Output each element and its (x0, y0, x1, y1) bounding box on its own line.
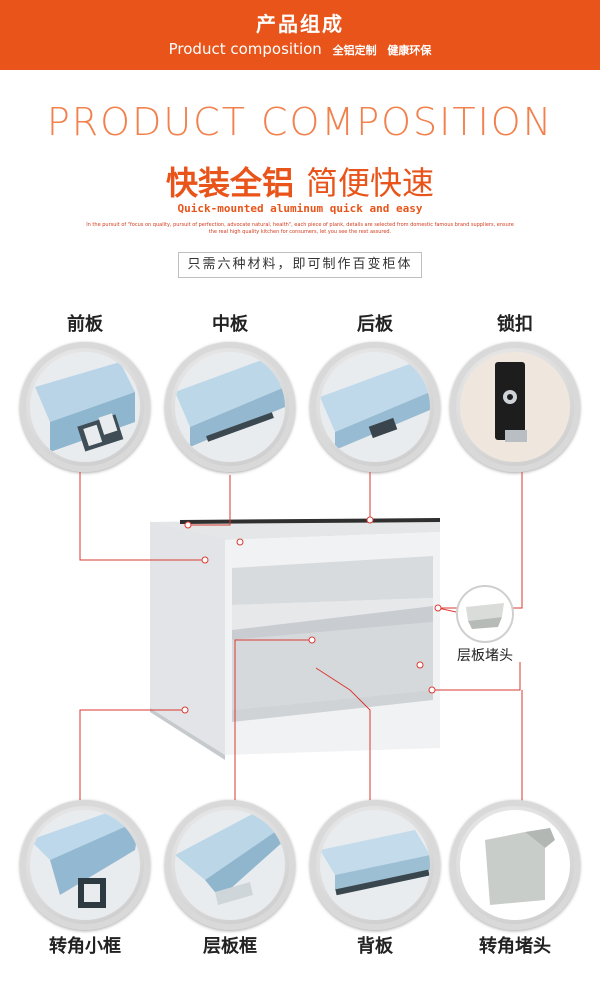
lock-buckle-icon (450, 342, 580, 472)
big-title: PRODUCT COMPOSITION (46, 100, 554, 144)
part-label-corner-small-frame: 转角小框 (49, 936, 121, 957)
header-banner: 产品组成 Product composition 全铝定制 健康环保 (0, 0, 600, 70)
header-subtitle-row: Product composition 全铝定制 健康环保 (0, 40, 600, 58)
notice-pill: 只需六种材料，即可制作百变柜体 (178, 252, 422, 278)
header-tag-1: 全铝定制 (332, 44, 377, 57)
headline-part-1: 快装全铝 (165, 164, 294, 202)
part-label-front-panel: 前板 (67, 314, 103, 335)
shelf-frame-icon (165, 800, 295, 930)
header-title: 产品组成 (256, 12, 344, 36)
small-text-line-2: the real high quality kitchen for consum… (208, 229, 392, 235)
header-tag-2: 健康环保 (387, 44, 432, 57)
part-label-middle-panel: 中板 (212, 314, 248, 335)
corner-end-cap-icon (450, 800, 580, 930)
side-label-shelf-end-cap: 层板堵头 (457, 648, 513, 664)
shelf-end-cap-icon (456, 585, 514, 643)
headline: 快装全铝简便快速 (0, 158, 600, 204)
part-label-back-panel: 后板 (357, 314, 393, 335)
headline-part-2: 简便快速 (306, 164, 435, 202)
header-subtitle: Product composition (168, 40, 322, 58)
small-text-line-1: In the pursuit of "focus on quality, pur… (86, 222, 514, 228)
corner-small-frame-icon (20, 800, 150, 930)
back-panel-profile-icon (310, 342, 440, 472)
middle-panel-profile-icon (165, 342, 295, 472)
front-panel-profile-icon (20, 342, 150, 472)
part-label-corner-end-cap: 转角堵头 (479, 936, 551, 957)
part-label-lock-buckle: 锁扣 (497, 314, 533, 335)
back-board-icon (310, 800, 440, 930)
subheadline: Quick-mounted aluminum quick and easy (177, 202, 423, 215)
part-label-shelf-frame: 层板框 (203, 936, 257, 957)
part-label-back-board: 背板 (357, 936, 393, 957)
